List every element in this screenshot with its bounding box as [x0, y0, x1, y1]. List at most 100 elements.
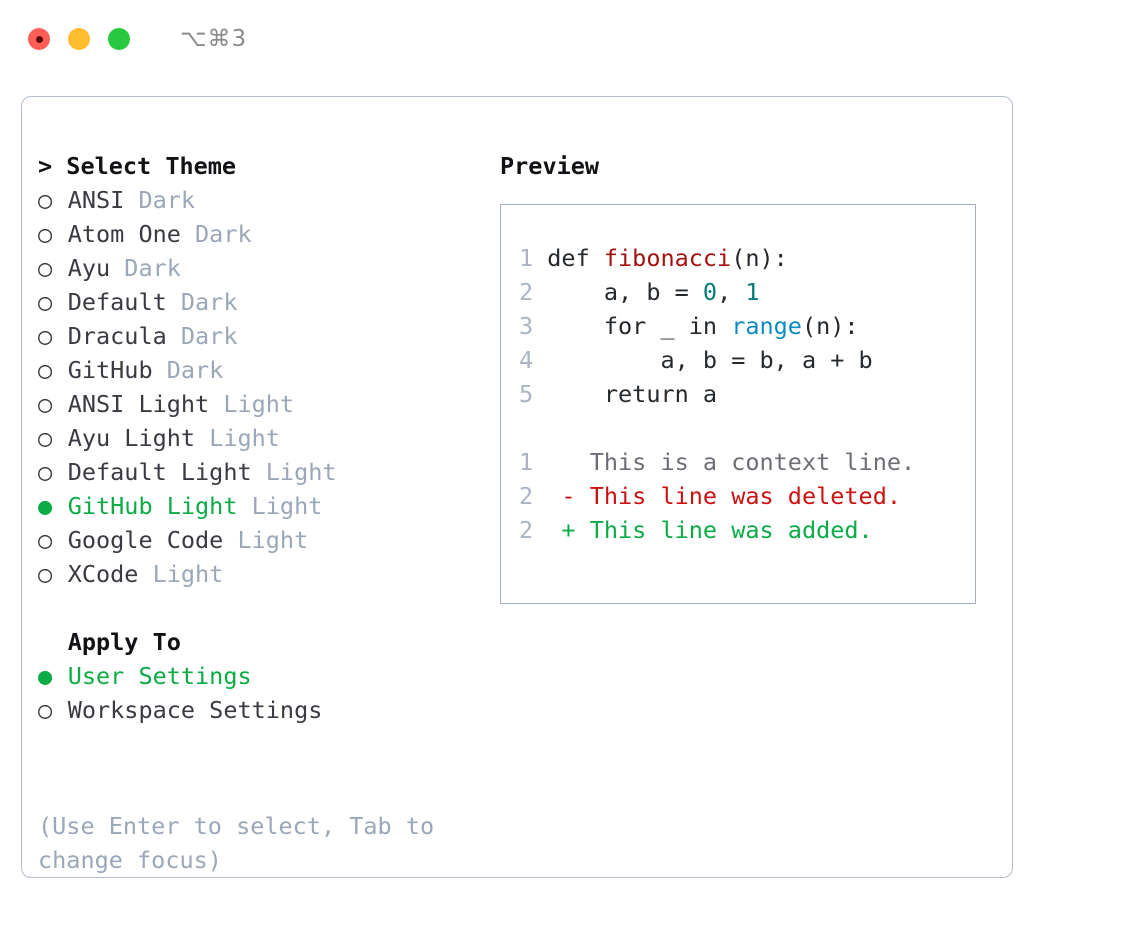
line-number: 4 [519, 346, 534, 374]
theme-option-ansi-light[interactable]: ○ ANSI Light Light [38, 387, 478, 421]
theme-variant-tag: Dark [180, 322, 238, 350]
diff-line-context: 1 This is a context line. [519, 445, 975, 479]
minimize-button[interactable] [68, 28, 90, 50]
code-token-number: 0 [702, 278, 718, 306]
code-diff-separator [519, 411, 975, 445]
radio-selected-icon: ● [38, 492, 53, 520]
prompt-caret: > [38, 152, 53, 180]
theme-option-label: ANSI Light [67, 390, 210, 418]
radio-unselected-icon: ○ [38, 356, 53, 384]
theme-variant-tag: Light [152, 560, 224, 588]
theme-variant-tag: Light [223, 390, 295, 418]
window-titlebar: ⌥⌘3 [0, 0, 1140, 78]
radio-unselected-icon: ○ [38, 458, 53, 486]
line-number: 1 [519, 244, 534, 272]
theme-option-label: Dracula [67, 322, 167, 350]
theme-variant-tag: Light [265, 458, 337, 486]
page-title: Select Theme [66, 152, 237, 180]
apply-to-option-label: Workspace Settings [67, 696, 323, 724]
theme-option-github-light[interactable]: ● GitHub Light Light [38, 489, 478, 523]
apply-to-option-user-settings[interactable]: ● User Settings [38, 659, 478, 693]
keyboard-hint-text: (Use Enter to select, Tab to change focu… [38, 812, 435, 874]
theme-option-label: ANSI [67, 186, 125, 214]
theme-option-label: Atom One [67, 220, 181, 248]
apply-to-option-list: ● User Settings ○ Workspace Settings [38, 659, 478, 727]
theme-variant-tag: Dark [180, 288, 238, 316]
radio-unselected-icon: ○ [38, 526, 53, 554]
radio-unselected-icon: ○ [38, 424, 53, 452]
line-number: 2 [519, 278, 534, 306]
theme-option-dracula[interactable]: ○ Dracula Dark [38, 319, 478, 353]
theme-picker-heading: > Select Theme [38, 149, 478, 183]
theme-option-label: Ayu [67, 254, 111, 282]
radio-selected-icon: ● [38, 662, 53, 690]
theme-option-atom-one[interactable]: ○ Atom One Dark [38, 217, 478, 251]
radio-unselected-icon: ○ [38, 390, 53, 418]
code-line: 2 a, b = 0, 1 [519, 275, 975, 309]
theme-variant-tag: Light [209, 424, 280, 452]
code-token-number: 1 [745, 278, 760, 306]
radio-unselected-icon: ○ [38, 322, 53, 350]
code-token-plain: for _ in [547, 312, 732, 340]
theme-variant-tag: Dark [166, 356, 224, 384]
apply-to-option-workspace-settings[interactable]: ○ Workspace Settings [38, 693, 478, 727]
diff-sample: 1 This is a context line.2 - This line w… [519, 445, 975, 547]
line-number: 1 [519, 448, 534, 476]
maximize-button[interactable] [108, 28, 130, 50]
code-token-plain: a, b = b, a + b [547, 346, 873, 374]
radio-unselected-icon: ○ [38, 560, 53, 588]
diff-line-del: 2 - This line was deleted. [519, 479, 975, 513]
record-indicator-icon [35, 35, 43, 43]
close-button[interactable] [28, 28, 50, 50]
code-line: 1 def fibonacci(n): [519, 241, 975, 275]
code-token-plain: (n): [731, 244, 788, 272]
theme-variant-tag: Light [251, 492, 323, 520]
diff-line-text: + This line was added. [547, 516, 873, 544]
code-line: 3 for _ in range(n): [519, 309, 975, 343]
radio-unselected-icon: ○ [38, 288, 53, 316]
theme-option-label: Google Code [67, 526, 224, 554]
radio-unselected-icon: ○ [38, 254, 53, 282]
theme-option-label: GitHub Light [67, 492, 238, 520]
line-number: 2 [519, 516, 534, 544]
theme-option-google-code[interactable]: ○ Google Code Light [38, 523, 478, 557]
code-line: 5 return a [519, 377, 975, 411]
diff-line-text: - This line was deleted. [547, 482, 901, 510]
theme-variant-tag: Dark [138, 186, 196, 214]
apply-to-heading: Apply To [67, 628, 181, 656]
radio-unselected-icon: ○ [38, 696, 53, 724]
radio-unselected-icon: ○ [38, 220, 53, 248]
diff-line-add: 2 + This line was added. [519, 513, 975, 547]
theme-variant-tag: Light [237, 526, 309, 554]
keyboard-shortcut-label: ⌥⌘3 [180, 26, 248, 52]
theme-option-label: Ayu Light [67, 424, 196, 452]
theme-option-label: XCode [67, 560, 139, 588]
code-token-plain: a, b = [547, 278, 703, 306]
line-number: 5 [519, 380, 534, 408]
theme-option-label: Default Light [67, 458, 252, 486]
apply-to-option-label: User Settings [67, 662, 252, 690]
theme-option-default-light[interactable]: ○ Default Light Light [38, 455, 478, 489]
theme-option-github[interactable]: ○ GitHub Dark [38, 353, 478, 387]
code-token-plain: , [717, 278, 746, 306]
code-token-plain: return a [547, 380, 718, 408]
theme-option-ayu-light[interactable]: ○ Ayu Light Light [38, 421, 478, 455]
theme-option-xcode[interactable]: ○ XCode Light [38, 557, 478, 591]
theme-option-ansi[interactable]: ○ ANSI Dark [38, 183, 478, 217]
line-number: 3 [519, 312, 534, 340]
code-token-builtin: range [731, 312, 802, 340]
theme-option-label: GitHub [67, 356, 153, 384]
theme-variant-tag: Dark [195, 220, 252, 248]
radio-unselected-icon: ○ [38, 186, 53, 214]
diff-line-text: This is a context line. [547, 448, 916, 476]
code-token-func: fibonacci [603, 244, 732, 272]
code-token-def: def [547, 244, 604, 272]
